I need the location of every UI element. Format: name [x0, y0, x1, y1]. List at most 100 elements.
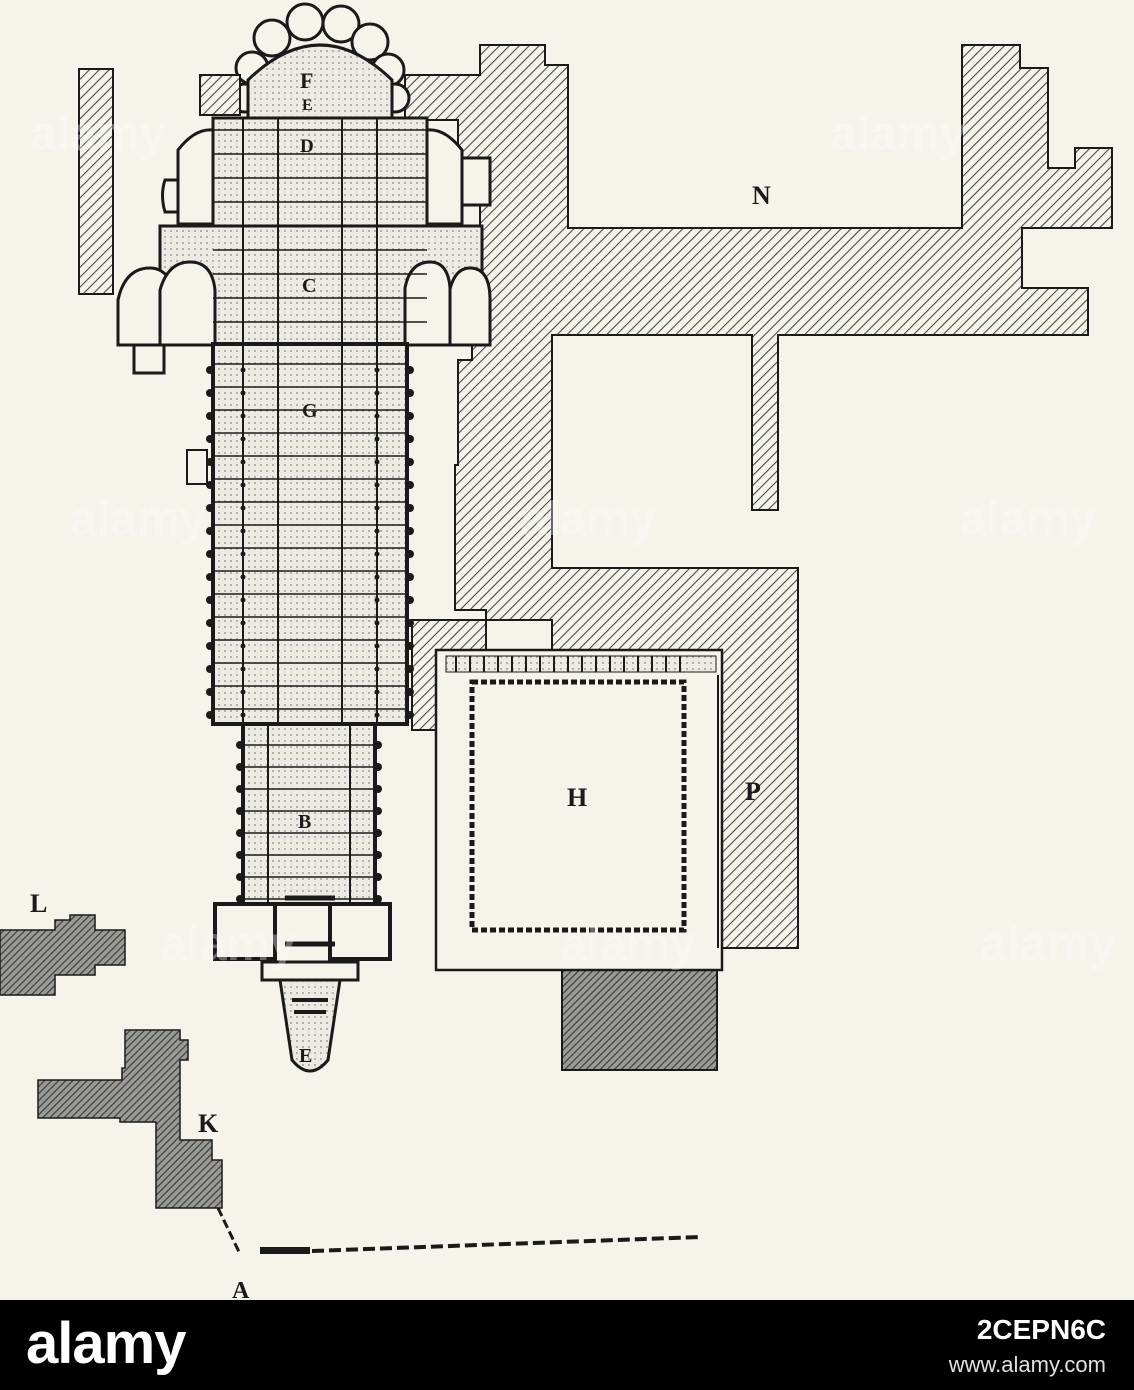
cathedral-floor-plan: F E D N C G H P B L E K A alamy alamy al… [0, 2, 1116, 1300]
pier [406, 619, 414, 627]
pier [206, 665, 214, 673]
nave [211, 342, 409, 726]
label-a: A [232, 1278, 250, 1300]
church-piers [206, 366, 414, 903]
pier [240, 459, 246, 465]
pier [236, 895, 244, 903]
pier [236, 763, 244, 771]
footer-bar: alamy 2CEPN6C www.alamy.com [0, 1300, 1134, 1390]
scanned-plan-image: F E D N C G H P B L E K A alamy alamy al… [0, 2, 1116, 1300]
pier [406, 389, 414, 397]
pier [406, 665, 414, 673]
label-c: C [302, 275, 316, 297]
pier [206, 481, 214, 489]
pier [236, 785, 244, 793]
pier [374, 528, 380, 534]
pier [406, 642, 414, 650]
cloister-garth [469, 679, 687, 933]
pier [236, 807, 244, 815]
watermark: alamy [30, 108, 166, 161]
pier [240, 482, 246, 488]
label-k: K [198, 1109, 219, 1138]
pier [240, 367, 246, 373]
label-f: F [300, 68, 313, 93]
watermark: alamy [980, 918, 1116, 971]
image-id: 2CEPN6C [976, 1314, 1106, 1345]
pier [206, 642, 214, 650]
pier [374, 574, 380, 580]
pier [374, 851, 382, 859]
nave-threshold-lines [285, 895, 335, 947]
pier [206, 527, 214, 535]
watermark: alamy [960, 493, 1096, 546]
narthex [241, 722, 377, 906]
choir [211, 116, 429, 228]
pier [206, 573, 214, 581]
label-b: B [298, 811, 311, 833]
pier [374, 482, 380, 488]
pier [206, 688, 214, 696]
pier [240, 666, 246, 672]
pier [240, 712, 246, 718]
pier [406, 458, 414, 466]
precinct-wall [216, 1207, 701, 1255]
label-e-choir: E [302, 97, 313, 114]
west-towers [213, 902, 392, 961]
pier [236, 741, 244, 749]
monastic-buildings [0, 44, 1113, 1209]
pier [406, 573, 414, 581]
label-h: H [567, 783, 587, 812]
watermark: alamy [160, 918, 296, 971]
pier [406, 481, 414, 489]
pier [374, 807, 382, 815]
north-range-building-n [404, 44, 1113, 949]
label-n: N [752, 181, 771, 210]
cloister-north-ticks [455, 656, 681, 672]
pier [206, 596, 214, 604]
pier [206, 711, 214, 719]
pier [374, 436, 380, 442]
pier [374, 551, 380, 557]
pier [374, 643, 380, 649]
pier [240, 505, 246, 511]
porch-step-lines [292, 998, 328, 1014]
pier [374, 367, 380, 373]
cloister [434, 648, 724, 972]
pier [374, 712, 380, 718]
watermarks: alamy alamy alamy alamy alamy alamy alam… [30, 108, 1116, 971]
watermark: alamy [560, 918, 696, 971]
pier [374, 459, 380, 465]
porch-steps [278, 978, 342, 1073]
watermark: alamy [520, 493, 656, 546]
building-l [0, 914, 126, 996]
pier [374, 666, 380, 672]
pier [406, 688, 414, 696]
pier [406, 596, 414, 604]
pier [240, 390, 246, 396]
pier [374, 390, 380, 396]
pier [406, 412, 414, 420]
pier [240, 436, 246, 442]
pier [406, 711, 414, 719]
apse [246, 43, 394, 120]
pier [240, 689, 246, 695]
pier [406, 435, 414, 443]
label-l: L [30, 889, 47, 918]
site-url: www.alamy.com [948, 1352, 1106, 1377]
pier [206, 366, 214, 374]
pier [240, 574, 246, 580]
choir-chapels [161, 128, 492, 226]
watermark: alamy [830, 108, 966, 161]
pier [374, 741, 382, 749]
alamy-logo: alamy [26, 1311, 186, 1376]
building-k [37, 1029, 223, 1209]
pier [240, 597, 246, 603]
pier [206, 458, 214, 466]
label-d: D [300, 136, 314, 157]
label-p: P [745, 777, 761, 806]
pier [374, 413, 380, 419]
church-grid-lines [213, 118, 427, 904]
detached-wall [78, 68, 114, 295]
pier [236, 851, 244, 859]
transept-chapels [116, 260, 492, 375]
